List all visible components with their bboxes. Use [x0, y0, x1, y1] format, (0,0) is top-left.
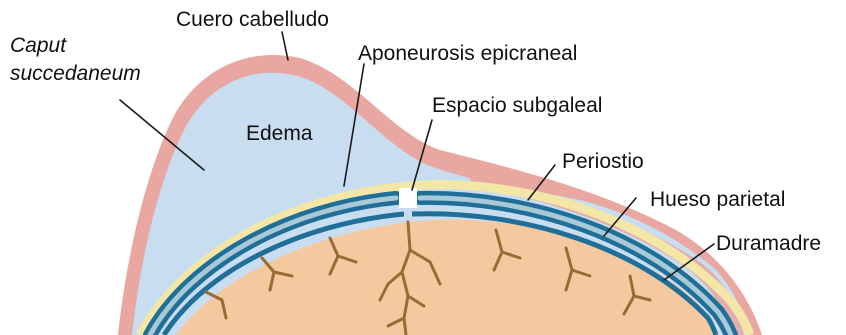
label-caput-line1: Caput — [10, 34, 67, 57]
label-caput-line2: succedaneum — [10, 62, 141, 85]
label-scalp: Cuero cabelludo — [176, 8, 329, 31]
subgaleal-gap — [399, 188, 417, 208]
label-aponeurosis: Aponeurosis epicraneal — [358, 42, 577, 65]
label-subgaleal: Espacio subgaleal — [432, 94, 602, 117]
label-periosteum: Periostio — [562, 150, 644, 173]
label-parietal: Hueso parietal — [650, 188, 785, 211]
label-edema: Edema — [246, 122, 313, 145]
label-dura: Duramadre — [716, 232, 821, 255]
